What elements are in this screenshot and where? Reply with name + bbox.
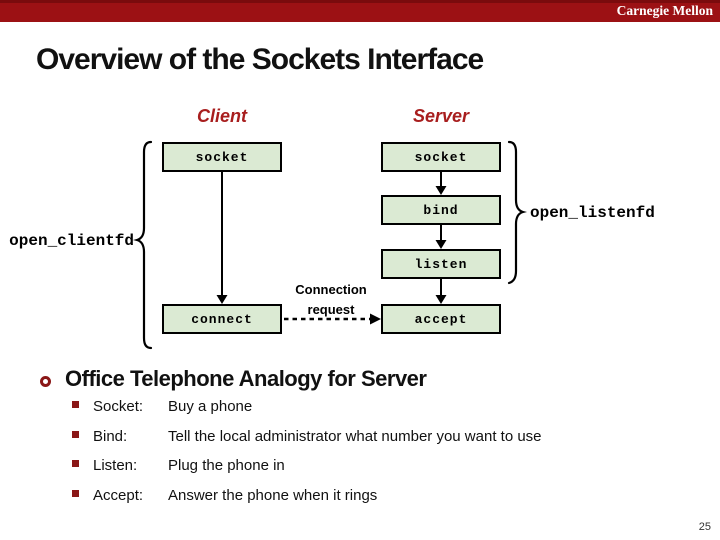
arrow-down-icon — [435, 240, 447, 249]
analogy-term: Bind: — [93, 428, 128, 445]
diagram-box-connect: connect — [162, 304, 282, 334]
bullet-square-icon — [72, 401, 79, 408]
diagram-box-accept: accept — [381, 304, 501, 334]
diagram-box-server-socket: socket — [381, 142, 501, 172]
analogy-definition: Answer the phone when it rings — [168, 487, 378, 504]
analogy-definition: Buy a phone — [168, 398, 253, 415]
server-column-label: Server — [412, 106, 470, 126]
arrow-down-icon — [435, 295, 447, 304]
connection-request-label: Connection request — [271, 280, 391, 320]
list-item: Accept: Answer the phone when it rings — [0, 486, 720, 506]
analogy-definition: Plug the phone in — [168, 457, 285, 474]
list-item: Bind: Tell the local administrator what … — [0, 427, 720, 447]
open-listenfd-label: open_listenfd — [530, 204, 655, 222]
client-column-label: Client — [196, 106, 247, 126]
diagram-box-listen: listen — [381, 249, 501, 279]
page-number: 25 — [698, 521, 711, 533]
analogy-definition: Tell the local administrator what number… — [168, 428, 542, 445]
connection-request-line1: Connection — [295, 282, 367, 297]
diagram-box-bind: bind — [381, 195, 501, 225]
analogy-term: Socket: — [93, 398, 144, 415]
bullet-square-icon — [72, 490, 79, 497]
analogy-term: Listen: — [93, 457, 138, 474]
page-title: Overview of the Sockets Interface — [36, 43, 484, 76]
connection-request-line2: request — [307, 302, 355, 317]
right-brace — [507, 140, 527, 285]
arrow-down-icon — [435, 186, 447, 195]
bullet-square-icon — [72, 460, 79, 467]
list-item: Listen: Plug the phone in — [0, 456, 720, 476]
analogy-heading: Office Telephone Analogy for Server — [65, 366, 427, 391]
brand-logo-text: Carnegie Mellon — [616, 3, 713, 18]
open-clientfd-label: open_clientfd — [9, 232, 134, 250]
bullet-circle-icon — [40, 376, 51, 387]
diagram-box-client-socket: socket — [162, 142, 282, 172]
top-bar: Carnegie Mellon — [0, 0, 720, 22]
list-item: Socket: Buy a phone — [0, 397, 720, 417]
arrow-down-icon — [216, 295, 228, 304]
analogy-term: Accept: — [93, 487, 144, 504]
bullet-square-icon — [72, 431, 79, 438]
left-brace — [133, 140, 153, 350]
